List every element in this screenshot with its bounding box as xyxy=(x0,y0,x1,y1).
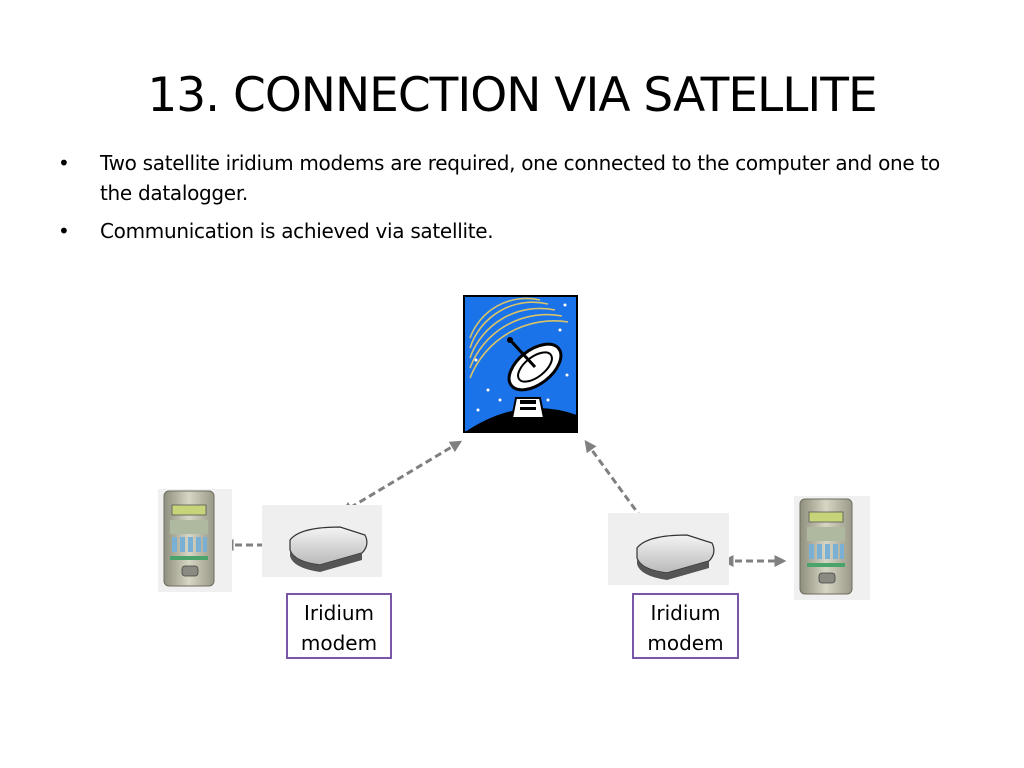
bullet-item: • Two satellite iridium modems are requi… xyxy=(58,148,958,208)
right-modem-label: Iridium modem xyxy=(632,593,739,659)
right-modem-icon xyxy=(608,513,729,585)
right-datalogger-icon xyxy=(794,496,870,600)
bullet-marker: • xyxy=(58,219,70,243)
bullet-text: Two satellite iridium modems are require… xyxy=(100,151,940,205)
left-modem-label: Iridium modem xyxy=(286,593,392,659)
bullet-item: • Communication is achieved via satellit… xyxy=(58,216,958,246)
label-line: Iridium xyxy=(650,601,721,625)
left-datalogger-icon xyxy=(158,489,232,592)
label-line: Iridium xyxy=(303,601,375,625)
satellite-to-left-modem-arrow xyxy=(340,440,463,514)
satellite-to-right-modem-arrow xyxy=(584,440,650,529)
bullet-text: Communication is achieved via satellite. xyxy=(100,219,494,243)
slide-title: 13. CONNECTION VIA SATELLITE xyxy=(147,68,877,123)
label-line: modem xyxy=(647,631,724,655)
left-modem-icon xyxy=(262,505,382,577)
bullet-marker: • xyxy=(58,151,70,175)
label-line: modem xyxy=(300,631,378,655)
bullet-list: • Two satellite iridium modems are requi… xyxy=(58,148,958,254)
satellite-dish-icon xyxy=(463,295,578,433)
